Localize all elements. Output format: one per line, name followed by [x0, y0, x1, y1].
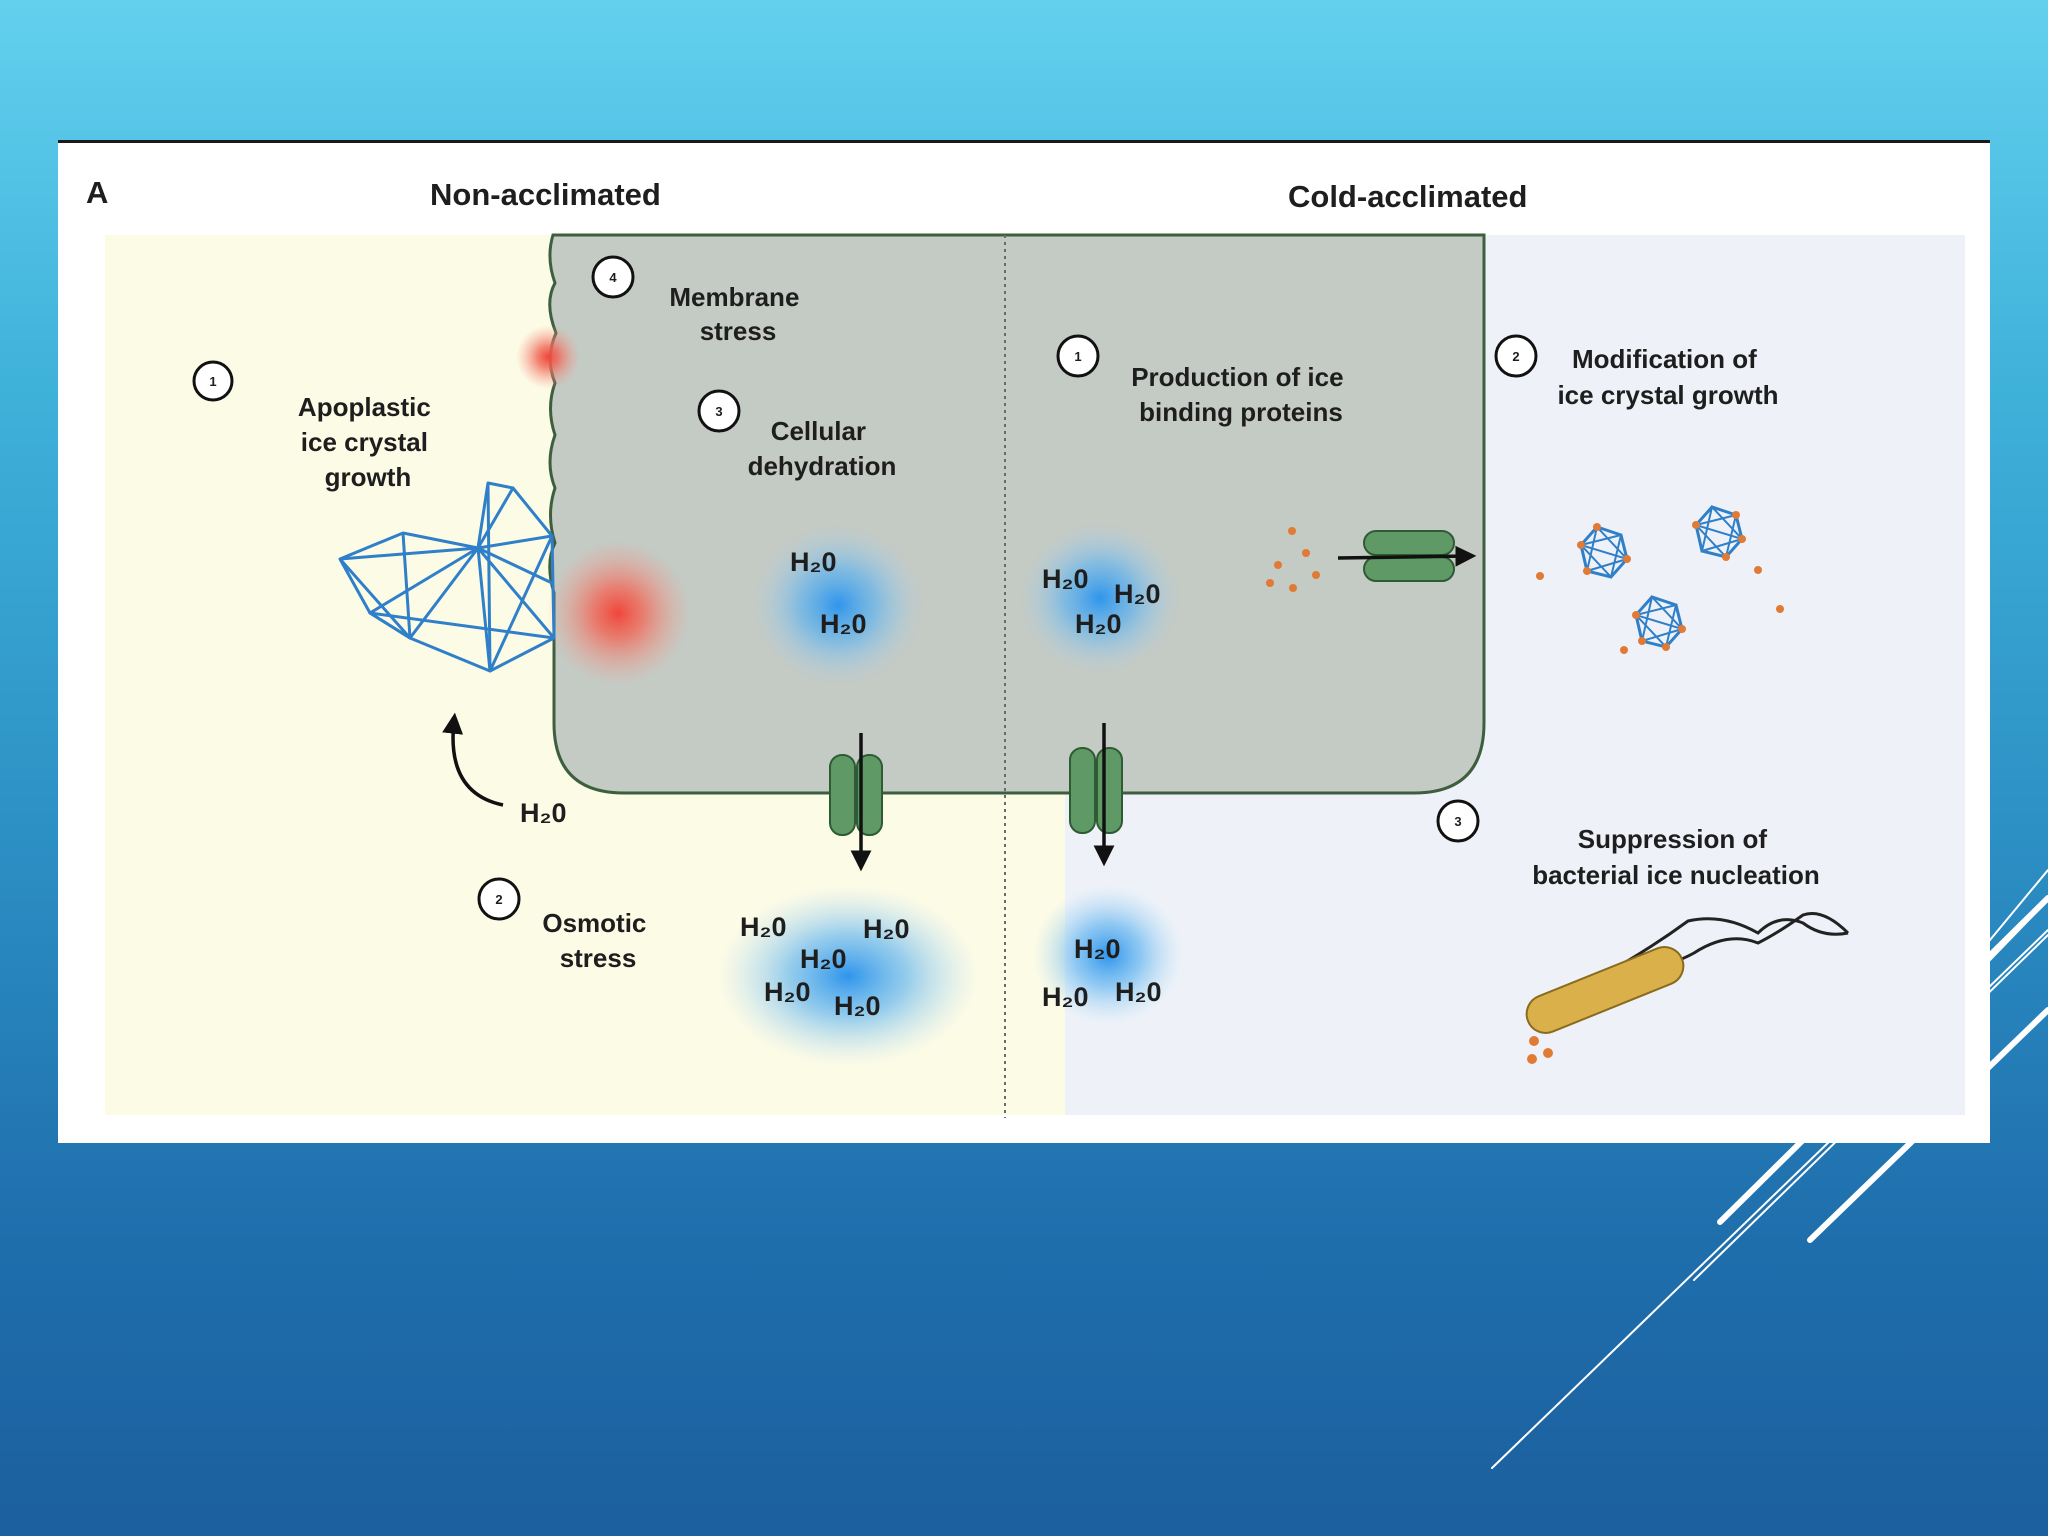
label-line: binding proteins — [1139, 397, 1343, 427]
bacterium — [1525, 912, 1850, 1064]
water-glow — [1020, 523, 1180, 673]
step-4-marker — [591, 255, 635, 299]
heading-cold-acclimated: Cold-acclimated — [1288, 179, 1527, 214]
label-line: bacterial ice nucleation — [1532, 860, 1820, 890]
step-2-number: 2 — [1512, 349, 1519, 364]
step-1-marker — [1056, 334, 1100, 378]
heading-non-acclimated: Non-acclimated — [430, 177, 661, 212]
h2o-label: H₂0 — [1042, 564, 1089, 594]
step-1-number: 1 — [209, 374, 216, 389]
label-line: Cellular — [771, 416, 866, 446]
membrane-stress-glow — [546, 541, 690, 685]
cellular-dehydration-label: Cellular dehydration — [748, 416, 897, 481]
water-channel — [1069, 723, 1123, 867]
h2o-label: H₂0 — [1042, 982, 1089, 1012]
step-3-marker — [697, 389, 741, 433]
label-line: ice crystal — [301, 427, 428, 457]
step-1-number: 1 — [1074, 349, 1081, 364]
step-3-number: 3 — [1454, 814, 1461, 829]
water-to-ice-arrow — [442, 712, 504, 807]
h2o-label: H₂0 — [1114, 579, 1161, 609]
label-line: dehydration — [748, 451, 897, 481]
figure-panel: A Non-acclimated Cold-acclimated H₂0 1 A… — [58, 140, 1990, 1143]
label-line: ice crystal growth — [1557, 380, 1778, 410]
water-glow — [753, 525, 923, 685]
label-line: Osmotic — [542, 908, 646, 938]
freezing-stress-diagram: A Non-acclimated Cold-acclimated H₂0 1 A… — [86, 175, 1965, 1118]
label-line: stress — [560, 943, 637, 973]
modified-ice-crystals — [1536, 504, 1784, 654]
label-line: growth — [325, 462, 412, 492]
plant-cell — [548, 233, 1486, 795]
step-2-number: 2 — [495, 892, 502, 907]
step-3-number: 3 — [715, 404, 722, 419]
ice-binding-proteins-label: Production of ice binding proteins — [1131, 362, 1351, 427]
water-glow — [1033, 885, 1183, 1025]
label-line: Production of ice — [1131, 362, 1343, 392]
modification-ice-growth-label: Modification of ice crystal growth — [1557, 344, 1778, 410]
protein-transporter — [1337, 530, 1477, 582]
step-2-marker — [1494, 334, 1538, 378]
h2o-label: H₂0 — [1075, 609, 1122, 639]
label-line: Membrane — [669, 282, 799, 312]
water-channel — [829, 733, 883, 872]
small-ice-crystal — [1577, 523, 1631, 580]
label-line: Suppression of — [1578, 824, 1768, 854]
step-3-marker — [1436, 799, 1480, 843]
ice-binding-proteins — [1266, 527, 1320, 592]
osmotic-stress-label: Osmotic stress — [542, 908, 653, 973]
deco-stripe — [1989, 869, 2048, 941]
h2o-label: H₂0 — [764, 977, 811, 1007]
membrane-stress-glow — [516, 325, 580, 389]
apoplastic-ice-label: Apoplastic ice crystal growth — [298, 392, 438, 492]
label-line: stress — [700, 316, 777, 346]
suppression-ice-nucleation-label: Suppression of bacterial ice nucleation — [1532, 824, 1820, 890]
apoplastic-ice-crystal — [338, 481, 556, 673]
membrane-stress-label: Membrane stress — [669, 282, 806, 346]
panel-letter: A — [86, 175, 108, 210]
h2o-label: H₂0 — [834, 991, 881, 1021]
step-1-marker — [192, 360, 234, 402]
h2o-label: H₂0 — [1115, 977, 1162, 1007]
h2o-label: H₂0 — [740, 912, 787, 942]
h2o-label: H₂0 — [800, 944, 847, 974]
label-line: Apoplastic — [298, 392, 431, 422]
small-ice-crystal — [1632, 594, 1686, 651]
water-glow — [718, 886, 978, 1066]
label-line: Modification of — [1572, 344, 1757, 374]
h2o-label: H₂0 — [863, 914, 910, 944]
deco-stripe — [1989, 899, 2048, 961]
h2o-label: H₂0 — [820, 609, 867, 639]
step-2-marker — [477, 877, 521, 921]
h2o-label: H₂0 — [1074, 934, 1121, 964]
h2o-label: H₂0 — [520, 798, 567, 828]
small-ice-crystal — [1692, 504, 1746, 561]
step-4-number: 4 — [609, 270, 617, 285]
h2o-label: H₂0 — [790, 547, 837, 577]
